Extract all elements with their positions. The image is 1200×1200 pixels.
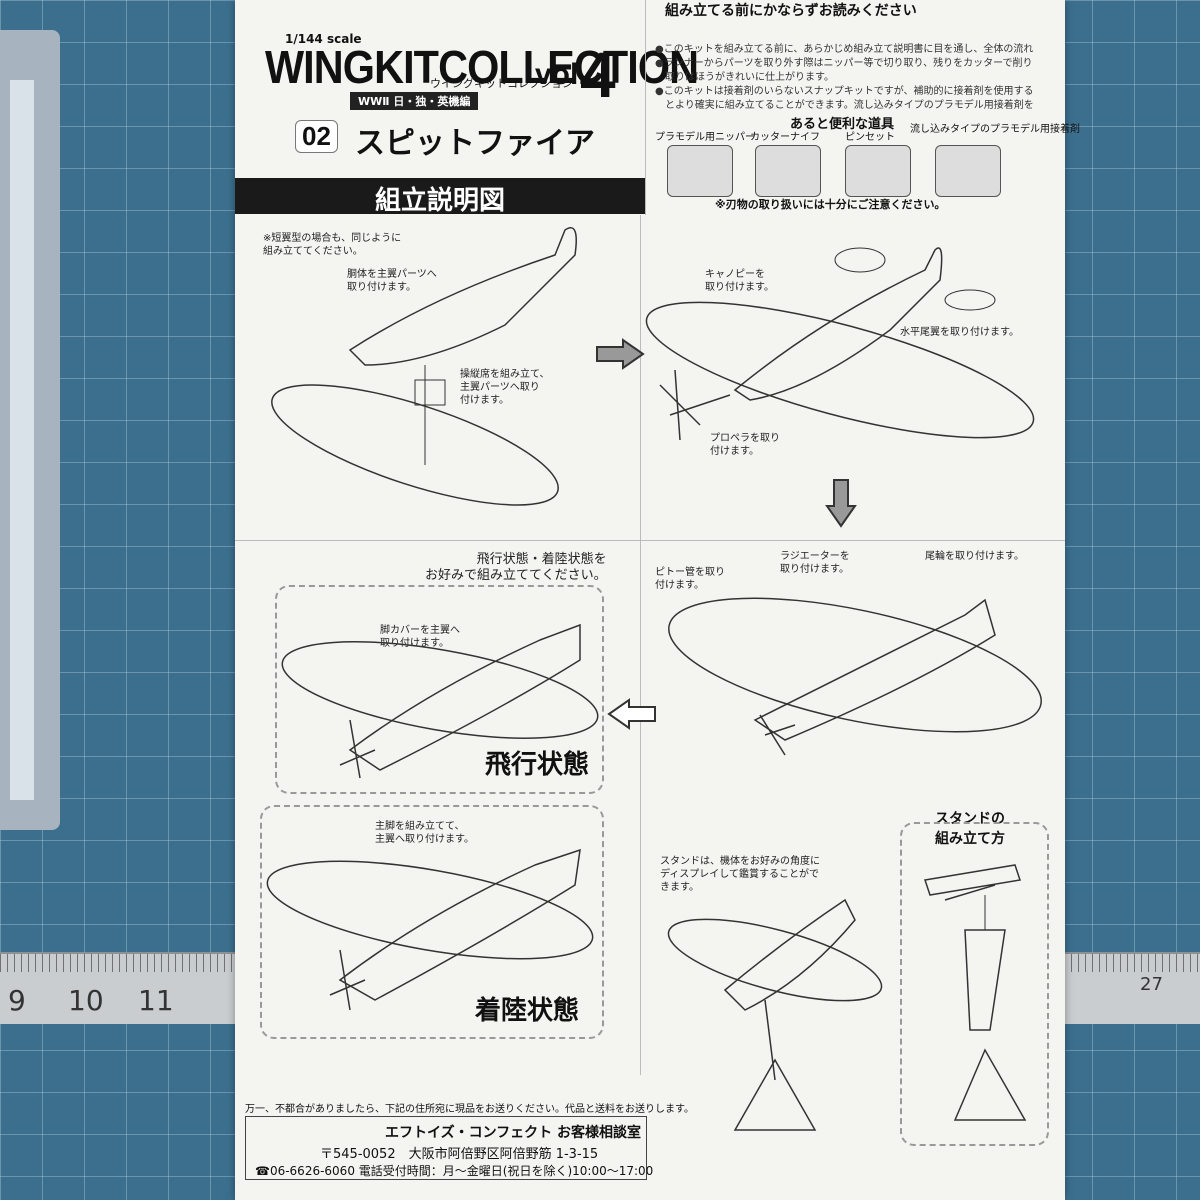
notice-line: ●ランナーからパーツを取り外す際はニッパー等で切り取り、残りをカッターで削り <box>655 58 1033 69</box>
arrow-right-icon <box>596 338 645 370</box>
brand-kana: ウイングキットコレクション <box>430 77 573 90</box>
stand-text: スタンドは、機体をお好みの角度に ディスプレイして鑑賞することがで きます。 <box>660 856 820 893</box>
fold-line <box>640 215 641 1075</box>
step4-gear: 主脚を組み立てて、 主翼へ取り付けます。 <box>375 821 474 845</box>
model-number: 02 <box>295 120 338 153</box>
ruler-number: 27 <box>1140 974 1163 995</box>
step2-aircraft-drawing <box>645 247 1035 441</box>
step4-gearcover: 脚カバーを主翼へ 取り付けます。 <box>380 625 460 649</box>
tool-label: 流し込みタイプのプラモデル用接着剤 <box>910 124 1080 135</box>
notice-line: ●このキットは接着剤のいらないスナップキットですが、補助的に接着剤を使用する <box>655 86 1034 97</box>
contact-box <box>245 1116 647 1180</box>
title-band-text: 組立説明図 <box>375 185 506 215</box>
kit-box <box>0 30 60 830</box>
series-label: WWⅡ 日・独・英機編 <box>350 92 479 110</box>
instruction-sheet: 1/144 scale WINGKITCOLLECTION ウイングキットコレク… <box>235 0 1080 1200</box>
step1-fuselage: 胴体を主翼パーツへ 取り付けます。 <box>347 269 437 293</box>
ruler-number: 10 <box>68 984 104 1017</box>
arrow-left-icon <box>607 698 656 730</box>
step1-cockpit: 操縦席を組み立て、 主翼パーツへ取り 付けます。 <box>460 369 550 406</box>
step3-radiator: ラジエーターを 取り付けます。 <box>780 551 850 575</box>
notice-line: 取りはほうがきれいに仕上がります。 <box>655 72 834 83</box>
step2-canopy: キャノピーを 取り付けます。 <box>705 269 774 293</box>
tool-label: プラモデル用ニッパー <box>655 132 755 143</box>
company-phone: ☎06-6626-6060 電話受付時間：月〜金曜日(祝日を除く)10:00〜1… <box>255 1164 654 1178</box>
step2-tail: 水平尾翼を取り付けます。 <box>900 327 1019 338</box>
flying-box <box>275 585 604 794</box>
tools-note: ※刃物の取り扱いには十分にご注意ください。 <box>715 198 946 211</box>
stand-aircraft-drawing <box>667 898 883 1131</box>
knife-icon <box>755 145 821 197</box>
step3-pitot: ピトー管を取り 付けます。 <box>655 567 725 591</box>
notice-line: ●このキットを組み立てる前に、あらかじめ組み立て説明書に目を通し、全体の流れ <box>655 44 1034 55</box>
vol-label: vol. <box>535 58 587 91</box>
brand-logo: WINGKITCOLLECTION <box>265 41 699 93</box>
vol-number: 4 <box>580 39 616 111</box>
box-stripe <box>10 80 34 800</box>
stand-parts-drawing <box>924 864 1027 1121</box>
tools-heading: あると便利な道具 <box>790 117 895 132</box>
scale-label: 1/144 scale <box>285 32 362 46</box>
glue-icon <box>935 145 1001 197</box>
notice-box <box>645 0 1066 215</box>
notice-heading: 組み立てる前にかならずお読みください <box>665 3 917 19</box>
step1-note: ※短翼型の場合も、同じように 組み立ててください。 <box>263 233 402 257</box>
landing-box <box>260 805 604 1039</box>
step1-aircraft-drawing <box>271 227 577 506</box>
ruler-number: 11 <box>138 984 174 1017</box>
flying-label: 飛行状態 <box>485 749 590 779</box>
tweezers-icon <box>845 145 911 197</box>
ruler-number: 9 <box>8 984 26 1017</box>
step3-tailwheel: 尾輪を取り付けます。 <box>925 551 1024 562</box>
step2-prop: プロペラを取り 付けます。 <box>710 433 780 457</box>
flying-aircraft-drawing <box>281 623 599 779</box>
notice-line: とより確実に組み立てることができます。流し込みタイプのプラモデル用接着剤を <box>655 100 1034 111</box>
company-address: 〒545-0052 大阪市阿倍野区阿倍野筋 1-3-15 <box>320 1147 599 1162</box>
step3-aircraft-drawing <box>668 597 1042 756</box>
nipper-icon <box>667 145 733 197</box>
landing-aircraft-drawing <box>266 848 594 1011</box>
tool-label: カッターナイフ <box>750 132 820 143</box>
title-band: 組立説明図 <box>235 178 645 215</box>
model-name: スピットファイア <box>355 127 595 160</box>
footer-note: 万一、不都合がありましたら、下記の住所宛に現品をお送りください。代品と送料をお送… <box>245 1104 694 1115</box>
stand-box <box>900 822 1049 1146</box>
tool-label: ピンセット <box>845 132 895 143</box>
fold-line <box>235 540 1065 541</box>
landing-label: 着陸状態 <box>475 995 580 1025</box>
arrow-down-icon <box>825 479 857 528</box>
company-name: エフトイズ・コンフェクト お客様相談室 <box>385 1125 642 1141</box>
step4-choice: 飛行状態・着陸状態を お好みで組み立ててください。 <box>425 552 607 583</box>
